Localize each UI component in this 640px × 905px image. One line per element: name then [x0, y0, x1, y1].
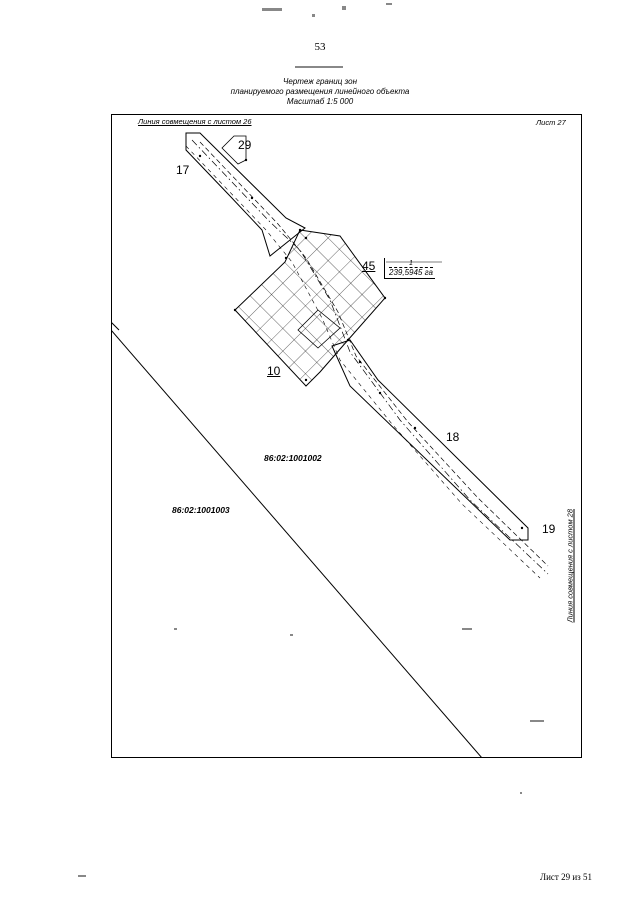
zone-45-hatched-area	[234, 229, 386, 387]
drawing-title: Чертеж границ зон	[282, 77, 357, 86]
area-value: 239,5945 га	[389, 268, 433, 277]
cadastral-boundary-line	[111, 321, 120, 331]
corridor-lower-outline	[331, 339, 529, 541]
zone-label-10: 10	[267, 364, 281, 378]
zone-label-19: 19	[542, 522, 556, 536]
zone-label-45: 45	[362, 259, 376, 273]
pipeline-axis-line	[185, 145, 541, 579]
vertex-points	[198, 154, 524, 530]
join-line-label-right: Линия совмещения с листом 28	[565, 508, 575, 623]
scan-specks	[78, 3, 544, 877]
join-line-label-top: Линия совмещения с листом 26	[138, 117, 252, 126]
cadastral-quarter-label: 86:02:1001003	[172, 505, 230, 515]
drawing-subtitle: планируемого размещения линейного объект…	[230, 87, 410, 96]
cadastral-boundary-line	[111, 329, 483, 758]
area-number: 1	[389, 260, 433, 268]
map-frame	[111, 114, 582, 758]
zone-45-inner-outline	[297, 309, 341, 349]
pipeline-axis-line	[199, 141, 549, 567]
zone-label-29: 29	[238, 138, 252, 152]
sheet-footer: Лист 29 из 51	[540, 872, 592, 882]
zone-label-18: 18	[446, 430, 460, 444]
cadastral-quarter-label: 86:02:1001002	[264, 453, 322, 463]
page-number: 53	[314, 41, 326, 53]
zone-label-17: 17	[176, 163, 190, 177]
pipeline-axis-line	[191, 139, 549, 575]
area-callout: 1 239,5945 га	[384, 258, 435, 279]
sheet-number-label: Лист 27	[536, 118, 566, 127]
zone-29-outline	[221, 135, 247, 165]
drawing-scale: Масштаб 1:5 000	[286, 97, 354, 106]
corridor-zone-outline	[185, 132, 306, 257]
